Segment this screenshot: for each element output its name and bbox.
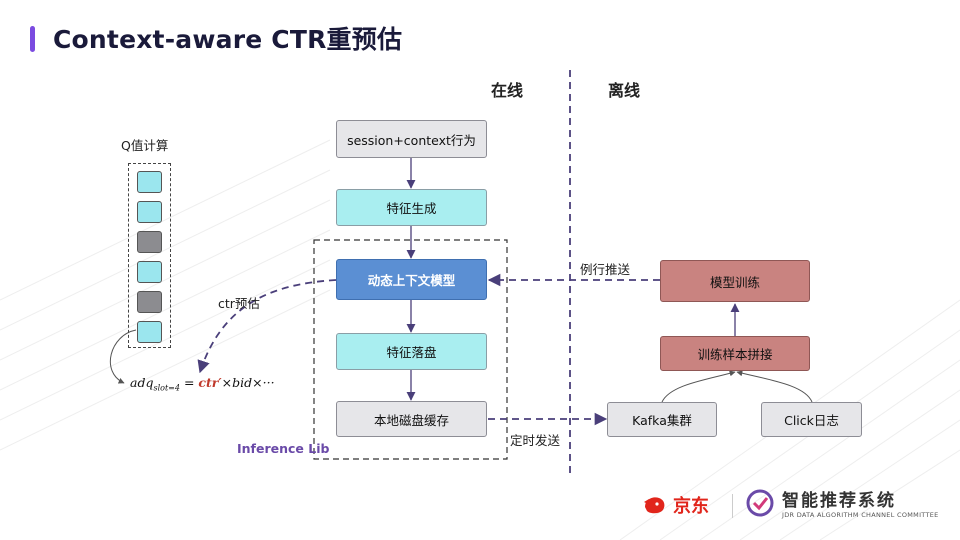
section-online-label: 在线	[491, 81, 524, 100]
node-session-context: session+context行为	[336, 120, 487, 158]
node-click-log: Click日志	[761, 402, 862, 437]
logo-separator	[732, 494, 733, 518]
q-formula: adqslot=4 = ctr′×bid×···	[130, 375, 275, 393]
jdr-logo: 智能推荐系统 JDR DATA ALGORITHM CHANNEL COMMIT…	[744, 486, 939, 519]
title-accent-bar	[30, 26, 35, 52]
q-value-cell	[137, 321, 162, 343]
q-value-cell	[137, 171, 162, 193]
section-offline-label: 离线	[608, 81, 641, 100]
q-value-cell	[137, 201, 162, 223]
inference-lib-label: Inference Lib	[237, 441, 330, 456]
page-title: Context-aware CTR重预估	[53, 25, 403, 54]
q-value-column	[128, 163, 171, 348]
q-value-label: Q值计算	[121, 138, 169, 153]
node-kafka-cluster: Kafka集群	[607, 402, 717, 437]
formula-eq: =	[179, 375, 199, 390]
q-value-cell	[137, 291, 162, 313]
q-value-cell	[137, 231, 162, 253]
label-ctr-predict: ctr预估	[218, 296, 260, 311]
jd-logo: 京东	[641, 492, 709, 518]
label-scheduled-send: 定时发送	[510, 433, 561, 448]
formula-adq: adq	[130, 375, 154, 390]
jdr-logo-en: JDR DATA ALGORITHM CHANNEL COMMITTEE	[782, 511, 939, 519]
node-feature-generation: 特征生成	[336, 189, 487, 226]
jd-dog-icon	[644, 497, 665, 514]
node-dynamic-context-model: 动态上下文模型	[336, 259, 487, 300]
node-model-training: 模型训练	[660, 260, 810, 302]
edge-click-sample	[736, 370, 813, 403]
jdr-mark-icon	[746, 489, 774, 516]
node-local-disk-cache: 本地磁盘缓存	[336, 401, 487, 437]
formula-slot: slot=4	[153, 383, 180, 393]
node-sample-join: 训练样本拼接	[660, 336, 810, 371]
node-feature-store: 特征落盘	[336, 333, 487, 370]
label-routine-push: 例行推送	[580, 262, 631, 277]
q-value-cell	[137, 261, 162, 283]
jdr-logo-cn: 智能推荐系统	[782, 491, 896, 511]
formula-rest: ×bid×···	[221, 375, 275, 390]
jd-logo-text: 京东	[673, 496, 709, 517]
edge-kafka-sample	[661, 370, 736, 403]
formula-ctr: ctr′	[198, 375, 222, 390]
